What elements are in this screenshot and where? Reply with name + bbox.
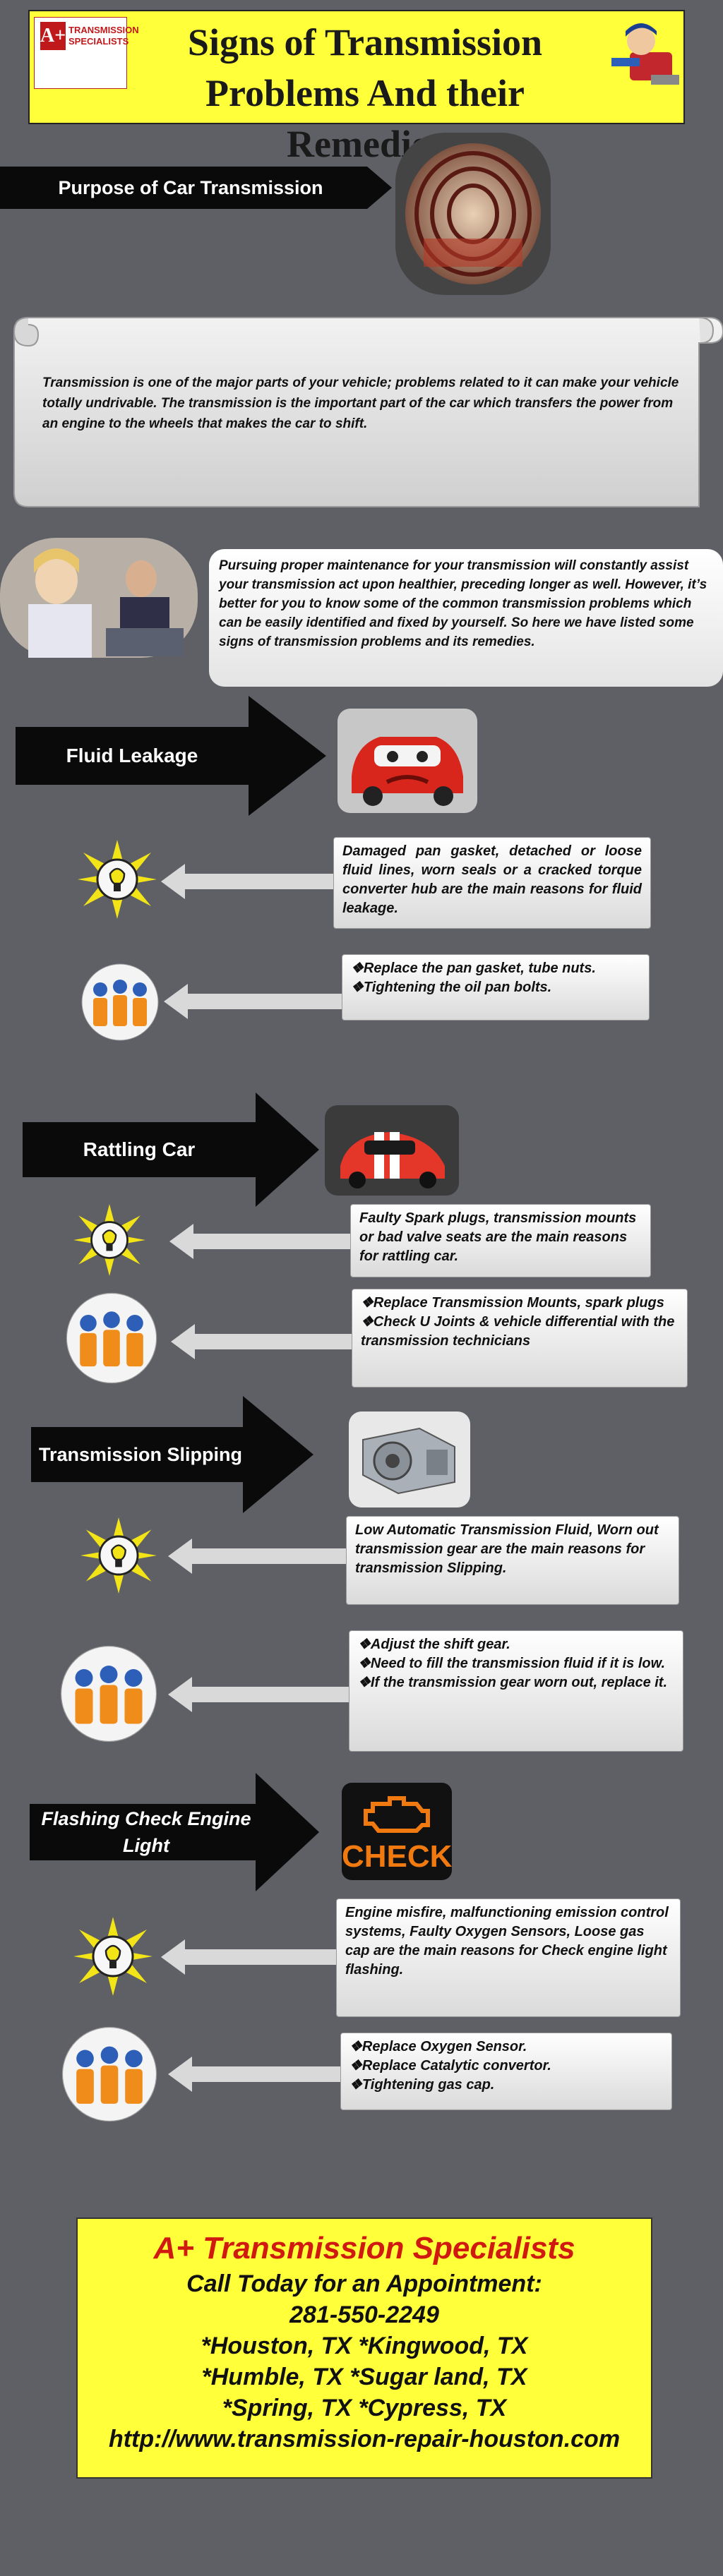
transmission-unit-icon <box>349 1412 470 1507</box>
lightbulb-star-icon <box>73 1204 145 1276</box>
section-title-transmission-slipping: Transmission Slipping <box>38 1443 243 1465</box>
remedy-item: ❖Replace the pan gasket, tube nuts. <box>351 961 596 976</box>
remedy-item: ❖Check U Joints & vehicle differential w… <box>361 1314 675 1349</box>
engine-icon <box>364 1796 430 1833</box>
remedy-box-transmission-slipping: ❖Adjust the shift gear. ❖Need to fill th… <box>349 1630 683 1752</box>
remedy-item: ❖Tightening the oil pan bolts. <box>351 980 552 995</box>
mechanics-team-icon <box>61 2026 157 2122</box>
transmission-gear-image <box>395 133 551 295</box>
rattling-car-arrow <box>23 1093 319 1207</box>
location-line: *Humble, TX *Sugar land, TX <box>201 2364 527 2390</box>
page-title: Signs of Transmission Problems And their… <box>136 17 594 169</box>
title-line1: Signs of Transmission <box>187 21 543 64</box>
lightbulb-star-icon <box>73 1917 153 1996</box>
check-label: CHECK <box>342 1839 453 1874</box>
section-title-check-engine: Flashing Check Engine Light <box>41 1808 251 1856</box>
purpose-label: Purpose of Car Transmission <box>58 176 323 198</box>
remedy-item: ❖Need to fill the transmission fluid if … <box>358 1656 665 1671</box>
call-to-action: Call Today for an Appointment: <box>186 2270 542 2297</box>
remedy-pointer-arrow <box>171 1324 353 1359</box>
section-title-fluid-leakage: Fluid Leakage <box>66 745 198 766</box>
lightbulb-star-icon <box>80 1517 157 1594</box>
red-car-icon <box>337 709 477 813</box>
mechanics-team-icon <box>81 963 159 1041</box>
intro-text: Pursuing proper maintenance for your tra… <box>219 558 707 649</box>
check-engine-arrow <box>30 1773 319 1891</box>
cause-pointer-arrow <box>168 1539 346 1574</box>
mechanic-icon <box>611 23 679 85</box>
company-name: A+ Transmission Specialists <box>153 2231 575 2265</box>
intro-text-box: Pursuing proper maintenance for your tra… <box>209 549 723 687</box>
lightbulb-star-icon <box>78 840 157 919</box>
contact-footer: A+ Transmission Specialists Call Today f… <box>76 2217 652 2479</box>
phone-number[interactable]: 281-550-2249 <box>289 2301 439 2328</box>
check-engine-icon: CHECK <box>342 1783 452 1880</box>
fluid-leakage-arrow <box>16 696 326 816</box>
remedy-item: ❖Replace Transmission Mounts, spark plug… <box>361 1295 664 1311</box>
website-link[interactable]: http://www.transmission-repair-houston.c… <box>108 2426 621 2452</box>
remedy-box-rattling-car: ❖Replace Transmission Mounts, spark plug… <box>352 1289 688 1388</box>
remedy-pointer-arrow <box>168 1677 349 1712</box>
remedy-item: ❖Adjust the shift gear. <box>358 1637 510 1652</box>
sports-car-icon <box>325 1105 459 1196</box>
cause-pointer-arrow <box>161 1939 340 1975</box>
logo-line2: SPECIALISTS <box>68 36 129 47</box>
transmission-slipping-arrow <box>31 1396 313 1513</box>
remedy-pointer-arrow <box>168 2057 342 2092</box>
mechanics-team-icon <box>60 1645 157 1743</box>
cause-pointer-arrow <box>161 864 337 899</box>
cause-box-check-engine: Engine misfire, malfunctioning emission … <box>336 1898 681 2017</box>
remedy-box-fluid-leakage: ❖Replace the pan gasket, tube nuts. ❖Tig… <box>342 954 650 1021</box>
cause-box-transmission-slipping: Low Automatic Transmission Fluid, Worn o… <box>346 1516 679 1605</box>
remedy-box-check-engine: ❖Replace Oxygen Sensor. ❖Replace Catalyt… <box>340 2033 672 2110</box>
purpose-text: Transmission is one of the major parts o… <box>42 375 679 431</box>
remedy-item: ❖Tightening gas cap. <box>349 2077 495 2093</box>
cause-box-rattling-car: Faulty Spark plugs, transmission mounts … <box>350 1204 651 1277</box>
cause-box-fluid-leakage: Damaged pan gasket, detached or loose fl… <box>333 837 651 929</box>
logo-mark: A+ <box>40 22 66 50</box>
remedy-item: ❖Replace Oxygen Sensor. <box>349 2039 527 2054</box>
location-line: *Spring, TX *Cypress, TX <box>222 2395 507 2421</box>
remedy-pointer-arrow <box>164 984 342 1019</box>
section-title-rattling-car: Rattling Car <box>83 1138 196 1160</box>
mechanics-team-icon <box>66 1292 157 1384</box>
purpose-arrow-bar <box>0 167 392 209</box>
location-line: *Houston, TX *Kingwood, TX <box>201 2333 528 2359</box>
logo-line1: TRANSMISSION <box>68 25 139 35</box>
cause-pointer-arrow <box>169 1224 352 1259</box>
mechanic-photo <box>0 538 198 658</box>
remedy-item: ❖If the transmission gear worn out, repl… <box>358 1675 668 1690</box>
purpose-scroll <box>13 317 723 507</box>
remedy-item: ❖Replace Catalytic convertor. <box>349 2058 551 2074</box>
